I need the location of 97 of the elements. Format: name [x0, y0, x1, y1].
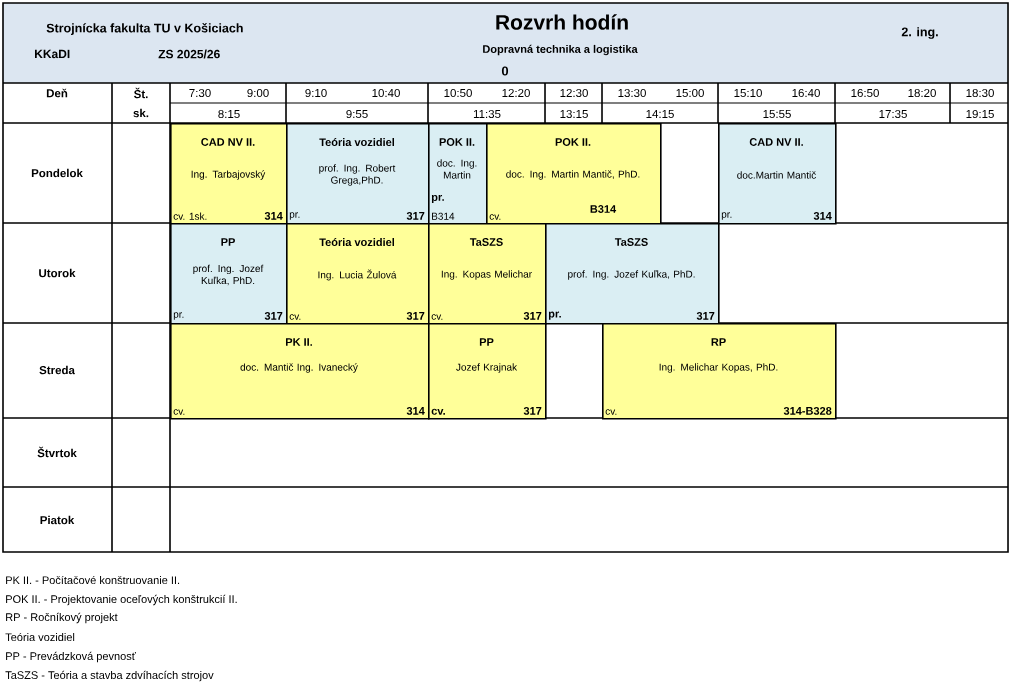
- lecturer-name: prof. Ing. Jozef Kuľka, PhD.: [568, 270, 695, 280]
- time-label: 13:30: [618, 88, 646, 98]
- room-number: 317: [696, 312, 715, 320]
- abbreviation-note: TaSZS - Teória a stavba zdvíhacích strojov: [5, 670, 214, 682]
- abbreviation-note: PP - Prevádzková pevnosť: [6, 651, 136, 663]
- course-box: [428, 223, 547, 325]
- course-box: [718, 123, 837, 225]
- time-label: 18:30: [966, 88, 994, 98]
- semester-label: ZS 2025/26: [158, 49, 220, 59]
- class-type: pr.: [721, 212, 732, 220]
- lecturer-name: doc. Ing. Martin Mantič, PhD.: [506, 170, 640, 180]
- course-title: POK II.: [555, 138, 591, 146]
- title: Rozvrh hodín: [496, 14, 628, 30]
- class-type: cv.: [173, 409, 185, 415]
- course-box: [170, 123, 288, 225]
- day-label: Štvrtok: [37, 446, 77, 458]
- room-number: 317: [406, 212, 425, 220]
- time-label: 17:35: [879, 109, 907, 119]
- course-box: [170, 223, 288, 325]
- room-number: 314: [813, 212, 832, 220]
- course-box: [428, 123, 488, 225]
- lecturer-name: Jozef Krajnak: [456, 363, 518, 373]
- course-title: POK II.: [439, 138, 475, 146]
- class-type: pr.: [173, 312, 184, 320]
- program-name: Dopravná technika a logistika: [483, 44, 638, 56]
- group-number: 0: [501, 66, 509, 76]
- course-title: TaSZS: [614, 238, 648, 246]
- course-title: Teória vozidiel: [319, 137, 394, 147]
- lecturer-name: Ing. Lucia Žulová: [318, 269, 397, 281]
- year-label: 2. ing.: [901, 27, 938, 39]
- time-label: 15:10: [734, 88, 762, 98]
- column-header: Deň: [46, 88, 68, 98]
- time-label: 12:20: [502, 88, 530, 98]
- course-box: [428, 323, 547, 420]
- course-title: PK II.: [286, 338, 312, 346]
- room-number: 314: [264, 212, 283, 220]
- class-type: pr.: [289, 212, 300, 220]
- class-type: pr.: [431, 194, 444, 204]
- abbreviation-note: RP - Ročníkový projekt: [6, 612, 118, 624]
- course-title: PP: [221, 238, 235, 246]
- class-type: pr.: [548, 311, 561, 320]
- course-title: PP: [479, 338, 494, 346]
- faculty-name: Strojnícka fakulta TU v Košiciach: [46, 23, 243, 35]
- course-box: [545, 223, 720, 325]
- lecturer-name: Ing. Tarbajovský: [191, 170, 266, 180]
- time-label: 18:20: [908, 88, 936, 98]
- column-header: sk.: [133, 108, 149, 118]
- lecturer-name: doc. Ing. Martin: [437, 159, 477, 179]
- course-box: [286, 223, 430, 325]
- room-number: 314: [406, 407, 425, 415]
- time-label: 7:30: [189, 88, 211, 98]
- class-type: cv.: [431, 314, 443, 320]
- lecturer-name: prof. Ing. Jozef Kuľka, PhD.: [193, 264, 264, 286]
- class-type: cv.: [605, 409, 617, 415]
- course-box: [486, 123, 662, 225]
- lecturer-name: Ing. Kopas Melichar: [441, 270, 532, 280]
- course-title: CAD NV II.: [749, 138, 803, 146]
- day-label: Piatok: [40, 515, 75, 525]
- time-label: 9:00: [247, 88, 269, 98]
- time-label: 16:50: [851, 88, 879, 98]
- day-label: Pondelok: [31, 168, 83, 178]
- course-box: [602, 323, 837, 420]
- class-type: cv.: [489, 214, 501, 220]
- room-number: B314: [432, 212, 455, 220]
- room-number: B314: [590, 205, 617, 213]
- time-label: 10:40: [372, 88, 400, 98]
- time-label: 11:35: [473, 109, 501, 119]
- room-number: 317: [523, 407, 542, 415]
- course-title: CAD NV II.: [201, 138, 255, 146]
- lecturer-name: doc. Mantič Ing. Ivanecký: [240, 363, 358, 373]
- time-label: 14:15: [646, 110, 674, 118]
- abbreviation-note: Teória vozidiel: [5, 632, 75, 642]
- column-header: Št.: [134, 87, 148, 99]
- lecturer-name: doc.Martin Mantič: [737, 171, 816, 179]
- class-type: cv.: [431, 408, 445, 415]
- time-label: 19:15: [966, 109, 994, 119]
- course-title: RP: [711, 338, 726, 346]
- class-type: cv.: [289, 314, 301, 320]
- time-label: 9:10: [305, 88, 327, 98]
- course-title: TaSZS: [469, 238, 503, 246]
- lecturer-name: prof. Ing. Robert Grega,PhD.: [319, 164, 396, 186]
- room-number: 317: [523, 312, 542, 320]
- class-type: cv. 1sk.: [173, 212, 207, 220]
- day-label: Utorok: [39, 268, 76, 278]
- course-title: Teória vozidiel: [319, 237, 394, 247]
- room-number: 317: [406, 312, 425, 320]
- lecturer-name: Ing. Melichar Kopas, PhD.: [659, 363, 778, 373]
- time-label: 15:00: [676, 88, 704, 98]
- room-number: 317: [264, 312, 283, 320]
- department-code: KKaDI: [35, 49, 70, 59]
- room-number: 314-B328: [783, 407, 832, 415]
- time-label: 10:50: [444, 88, 472, 98]
- abbreviation-note: PK II. - Počítačové konštruovanie II.: [6, 575, 180, 585]
- abbreviation-note: POK II. - Projektovanie oceľových konštrukcií II.: [6, 594, 237, 606]
- time-label: 12:30: [560, 88, 588, 98]
- day-label: Streda: [39, 365, 75, 375]
- time-label: 16:40: [792, 88, 820, 98]
